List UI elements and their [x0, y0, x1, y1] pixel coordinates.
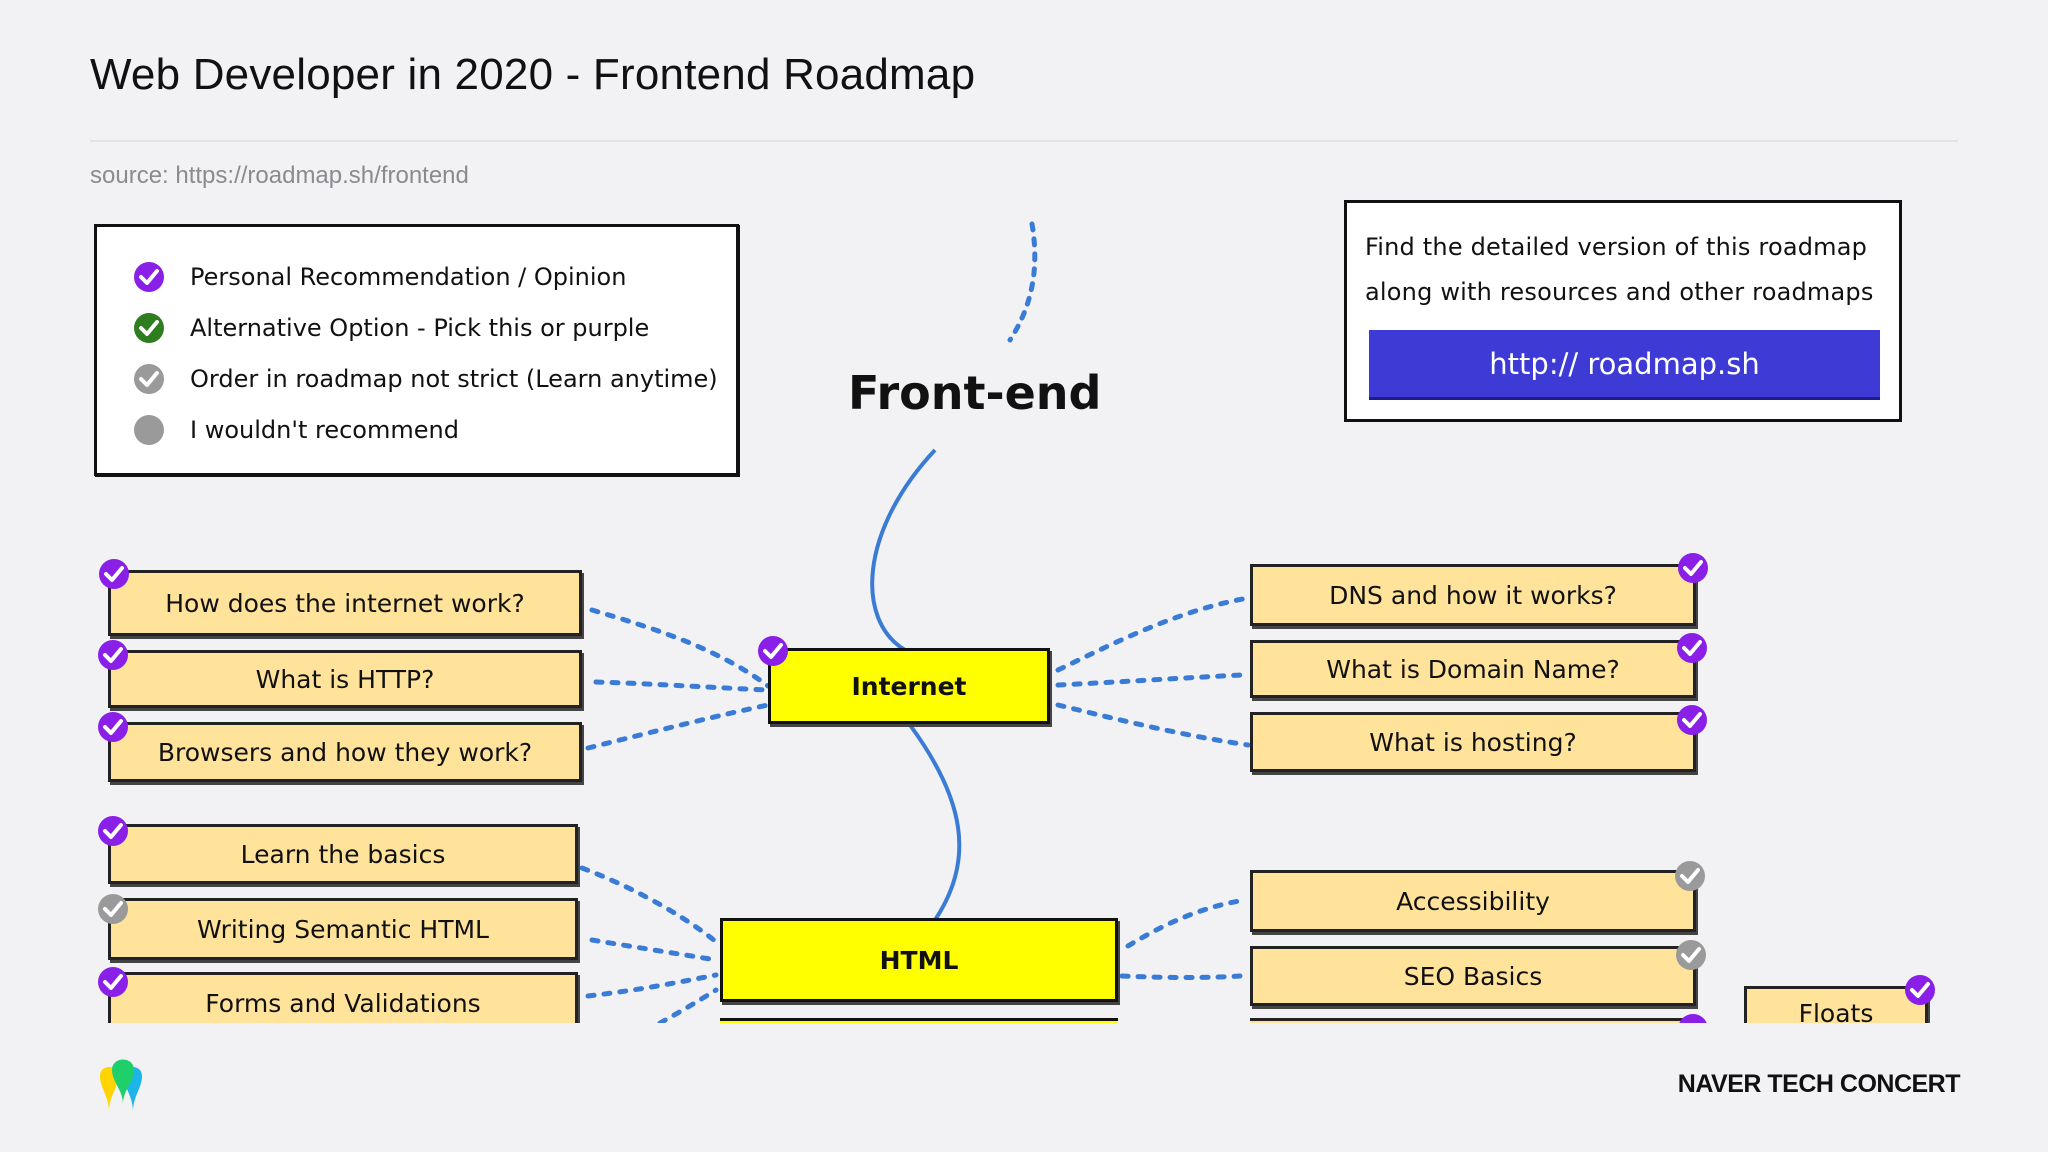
- info-text-line2: along with resources and other roadmaps: [1365, 278, 1874, 306]
- legend-panel: Personal Recommendation / Opinion Altern…: [94, 224, 739, 476]
- node-forms-validations[interactable]: Forms and Validations: [108, 972, 578, 1023]
- purple-check-icon: [98, 967, 128, 997]
- connector-html-right-1: [1125, 897, 1249, 949]
- connector-internet-right-3: [1055, 702, 1251, 748]
- roadmap-link-button[interactable]: http:// roadmap.sh: [1369, 330, 1880, 400]
- node-floats[interactable]: Floats: [1744, 986, 1928, 1023]
- source-caption: source: https://roadmap.sh/frontend: [90, 162, 469, 189]
- node-html[interactable]: HTML: [720, 918, 1118, 1002]
- connector-internet-right-1: [1055, 595, 1251, 673]
- gray-check-icon: [98, 894, 128, 924]
- connector-internet-right-2: [1055, 672, 1245, 688]
- node-hosting[interactable]: What is hosting?: [1250, 712, 1696, 772]
- purple-check-icon: [1678, 553, 1708, 583]
- gray-check-icon: [1675, 861, 1705, 891]
- connector-html-left-2: [589, 937, 719, 963]
- node-internet[interactable]: Internet: [768, 648, 1050, 724]
- connector-html-left-1: [579, 865, 723, 948]
- purple-check-icon: [758, 636, 788, 666]
- slide-title: Web Developer in 2020 - Frontend Roadmap: [90, 50, 976, 99]
- info-panel: Find the detailed version of this roadma…: [1344, 200, 1902, 422]
- node-semantic-html[interactable]: Writing Semantic HTML: [108, 898, 578, 960]
- purple-check-icon: [1677, 633, 1707, 663]
- connector-internet-left-1: [589, 607, 771, 689]
- node-accessibility[interactable]: Accessibility: [1250, 870, 1696, 932]
- node-next-edge: [1250, 1018, 1696, 1023]
- roadmap-diagram: Personal Recommendation / Opinion Altern…: [0, 200, 2048, 1023]
- connector-internet-left-2: [593, 679, 771, 693]
- purple-check-icon: [99, 559, 129, 589]
- connector-internet-left-3: [585, 702, 771, 751]
- legend-item-recommendation: Personal Recommendation / Opinion: [132, 259, 626, 295]
- info-text-line1: Find the detailed version of this roadma…: [1365, 233, 1868, 261]
- node-browsers[interactable]: Browsers and how they work?: [108, 722, 582, 782]
- purple-check-icon: [98, 816, 128, 846]
- roadmap-connections: [579, 221, 1251, 1023]
- gray-check-icon: [1676, 940, 1706, 970]
- purple-check-icon: [1677, 705, 1707, 735]
- purple-check-icon: [1905, 975, 1935, 1005]
- connector-root-internet: [870, 448, 937, 652]
- title-divider: [90, 140, 1958, 142]
- connector-html-left-4: [657, 987, 719, 1023]
- purple-check-icon: [98, 640, 128, 670]
- purple-check-icon: [134, 262, 164, 292]
- legend-item-not-recommended: I wouldn't recommend: [132, 412, 459, 448]
- node-dns[interactable]: DNS and how it works?: [1250, 564, 1696, 626]
- root-node-label: Front-end: [848, 366, 1102, 420]
- connector-top: [1007, 221, 1038, 343]
- legend-item-alternative: Alternative Option - Pick this or purple: [132, 310, 649, 346]
- node-what-is-http[interactable]: What is HTTP?: [108, 650, 582, 708]
- node-learn-basics[interactable]: Learn the basics: [108, 824, 578, 884]
- legend-label: Personal Recommendation / Opinion: [190, 263, 627, 291]
- node-css-edge: [720, 1018, 1118, 1023]
- legend-item-order-not-strict: Order in roadmap not strict (Learn anyti…: [132, 361, 718, 397]
- info-text: Find the detailed version of this roadma…: [1365, 225, 1895, 315]
- connector-html-right-2: [1119, 973, 1243, 980]
- legend-label: Order in roadmap not strict (Learn anyti…: [190, 365, 718, 393]
- legend-label: I wouldn't recommend: [190, 416, 459, 444]
- purple-check-icon: [1679, 1014, 1707, 1023]
- footer-brand: NAVER TECH CONCERT: [1677, 1070, 1961, 1098]
- gray-circle-icon: [134, 415, 164, 445]
- green-check-icon: [134, 313, 164, 343]
- connector-html-left-3: [585, 972, 719, 999]
- purple-check-icon: [98, 712, 128, 742]
- gray-check-icon: [134, 364, 164, 394]
- node-seo-basics[interactable]: SEO Basics: [1250, 946, 1696, 1006]
- legend-label: Alternative Option - Pick this or purple: [190, 314, 650, 342]
- naver-tech-logo-icon: [100, 1059, 142, 1112]
- connector-internet-html: [908, 723, 962, 922]
- node-domain-name[interactable]: What is Domain Name?: [1250, 640, 1696, 698]
- node-how-internet-works[interactable]: How does the internet work?: [108, 570, 582, 636]
